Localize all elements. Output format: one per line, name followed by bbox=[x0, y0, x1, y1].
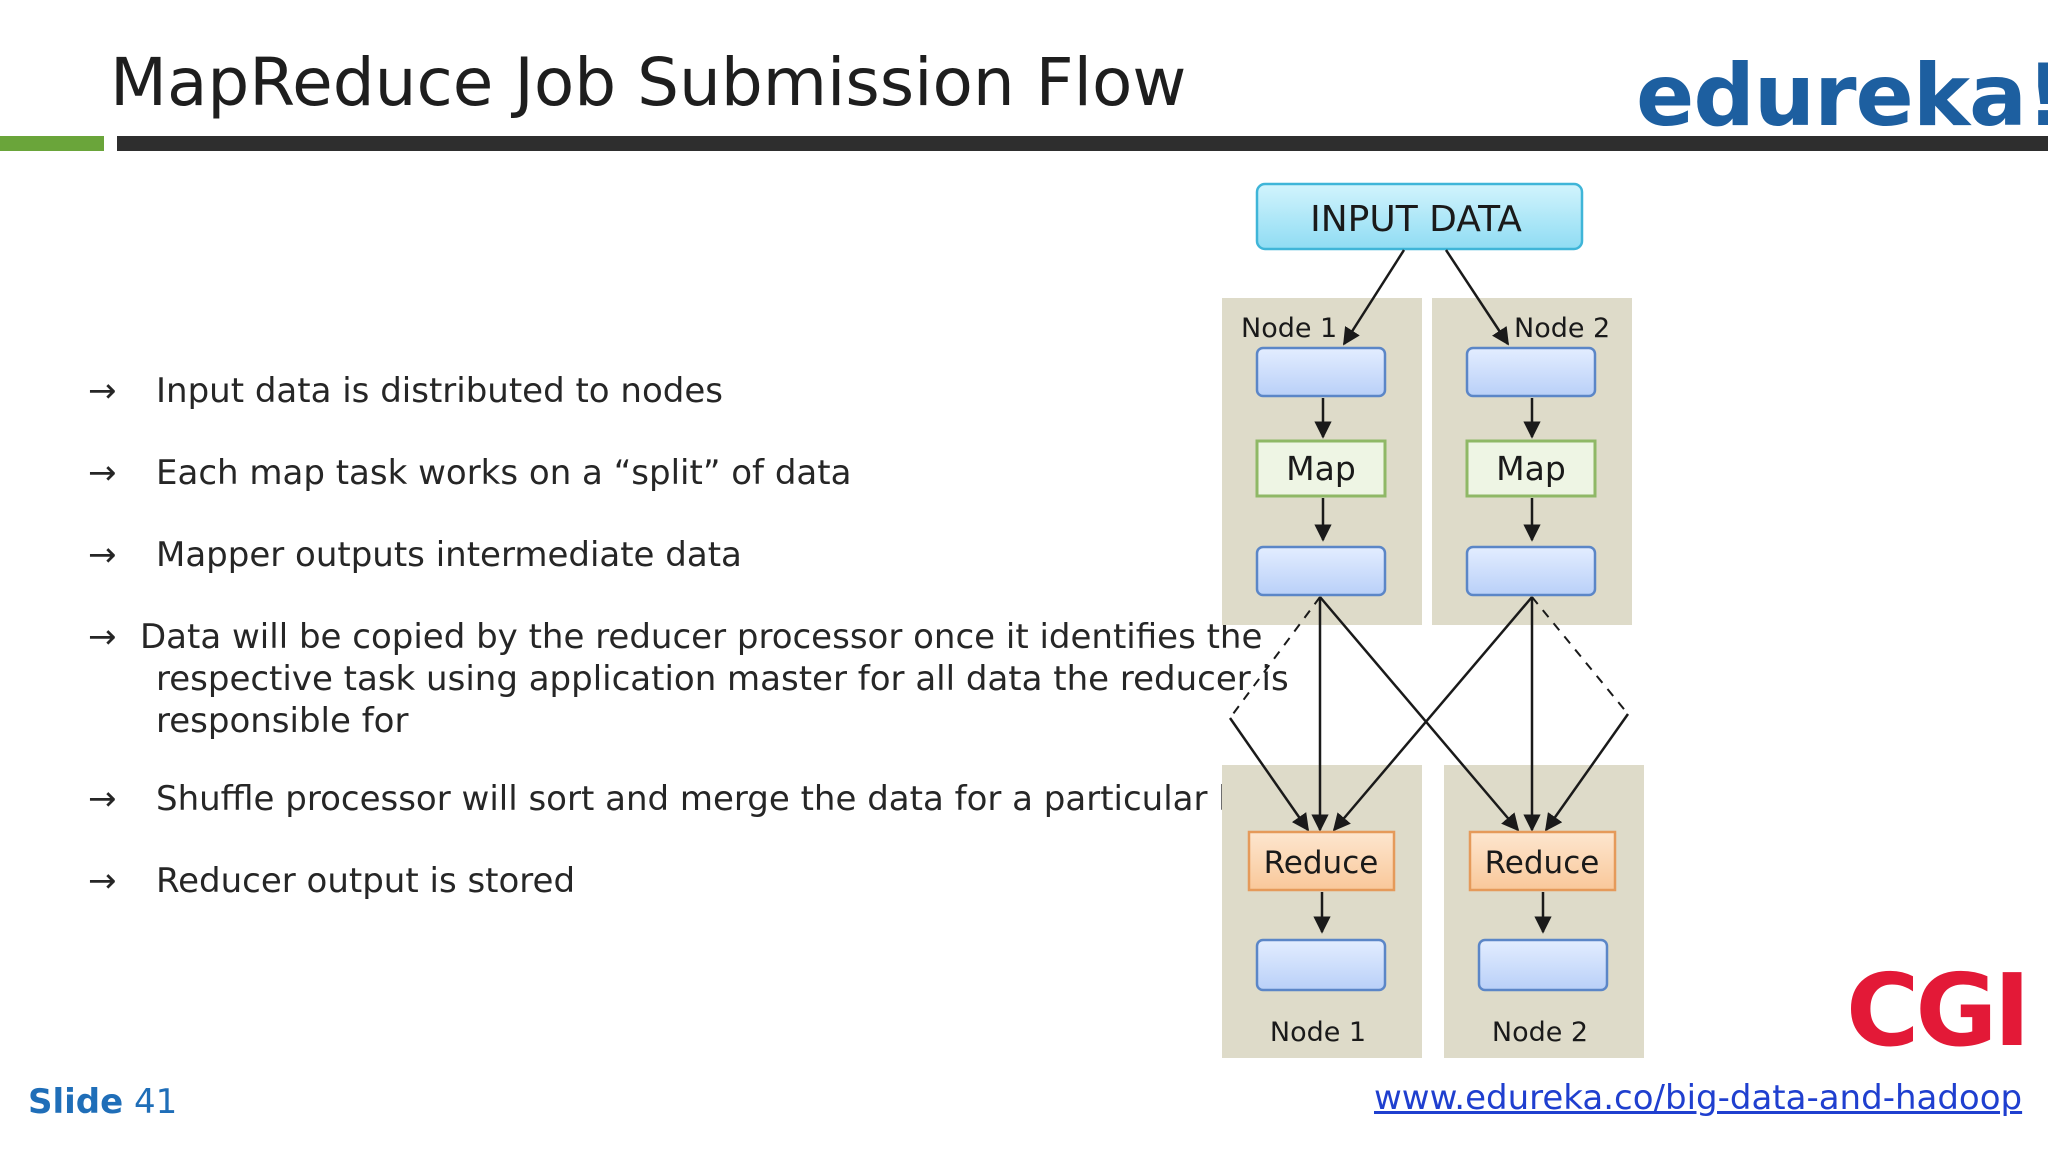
map-box bbox=[1255, 439, 1387, 498]
reduce-box bbox=[1247, 830, 1396, 892]
cgi-logo: CGI bbox=[1846, 952, 2031, 1069]
output-data-box bbox=[1477, 938, 1609, 992]
arrow-right-icon: → bbox=[88, 371, 117, 411]
slide-word: Slide bbox=[28, 1082, 124, 1122]
bullet-line: Data will be copied by the reducer proce… bbox=[140, 617, 1263, 657]
node-label: Node 2 bbox=[1492, 1017, 1588, 1048]
input-data-box bbox=[1255, 182, 1584, 251]
bullet-line: respective task using application master… bbox=[156, 659, 1289, 699]
page-title: MapReduce Job Submission Flow bbox=[110, 44, 1187, 121]
node-label: Node 2 bbox=[1514, 313, 1610, 344]
slide-number-value: 41 bbox=[134, 1082, 178, 1122]
arrow-right-icon: → bbox=[88, 779, 117, 819]
shuffle-arrow bbox=[1332, 596, 1533, 832]
reduce-box bbox=[1468, 830, 1617, 892]
input-data-label: INPUT DATA bbox=[1310, 199, 1522, 240]
course-link[interactable]: www.edureka.co/big-data-and-hadoop bbox=[1374, 1078, 2023, 1118]
arrow-right-icon: → bbox=[88, 535, 117, 575]
slide-number: Slide 41 bbox=[28, 1082, 177, 1122]
arrow-right-icon: → bbox=[88, 861, 117, 901]
node-label: Node 1 bbox=[1270, 1017, 1366, 1048]
intermediate-data-box bbox=[1465, 545, 1597, 597]
bullet-line: responsible for bbox=[156, 701, 409, 741]
intermediate-data-box bbox=[1255, 545, 1387, 597]
edureka-logo: edureka! bbox=[1636, 46, 2048, 146]
bullet-text: Mapper outputs intermediate data bbox=[156, 535, 742, 575]
map-label: Map bbox=[1286, 449, 1356, 488]
arrow-right-icon: → bbox=[88, 453, 117, 493]
map-box bbox=[1465, 439, 1597, 498]
bullet-text: Reducer output is stored bbox=[156, 861, 576, 901]
bullet-text: Input data is distributed to nodes bbox=[156, 371, 723, 411]
accent-bar-green bbox=[0, 136, 104, 151]
split-data-box bbox=[1255, 346, 1387, 398]
split-data-box bbox=[1465, 346, 1597, 398]
reduce-label: Reduce bbox=[1485, 845, 1600, 881]
flow-arrow bbox=[1342, 249, 1406, 346]
reduce-label: Reduce bbox=[1264, 845, 1379, 881]
node-label: Node 1 bbox=[1241, 313, 1337, 344]
bullet-text: Data will be copied by the reducer proce… bbox=[140, 616, 1289, 742]
shuffle-arrow bbox=[1319, 596, 1520, 832]
map-label: Map bbox=[1496, 449, 1566, 488]
bullet-text: Shuffle processor will sort and merge th… bbox=[156, 779, 1278, 819]
shuffle-path bbox=[1544, 713, 1630, 832]
shuffle-dashed-path bbox=[1229, 596, 1321, 719]
shuffle-dashed-path bbox=[1531, 596, 1629, 715]
bullet-text: Each map task works on a “split” of data bbox=[156, 453, 852, 493]
shuffle-path bbox=[1228, 717, 1310, 832]
accent-bar-dark bbox=[117, 136, 2048, 151]
flow-arrow bbox=[1444, 249, 1510, 346]
arrow-right-icon: → bbox=[88, 617, 117, 657]
output-data-box bbox=[1255, 938, 1387, 992]
